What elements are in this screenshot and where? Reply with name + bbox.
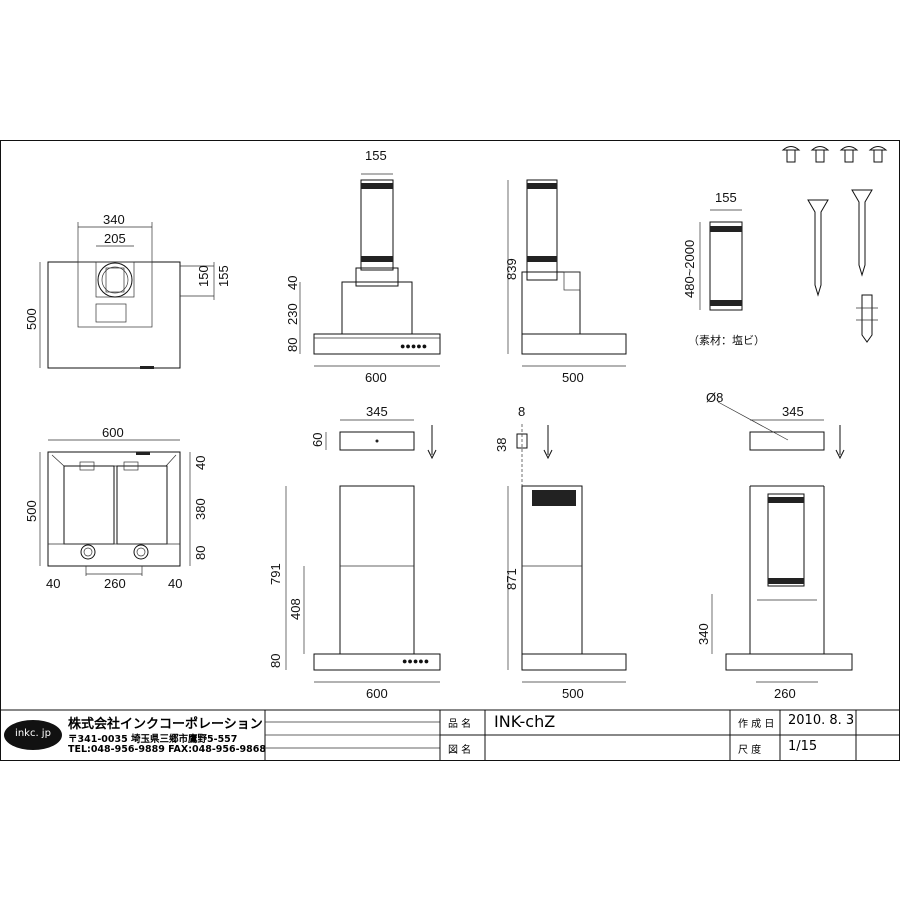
dim-40-right: 40 bbox=[168, 576, 182, 591]
wood-screw-icon bbox=[851, 189, 873, 277]
side-view: 839 500 bbox=[504, 179, 627, 385]
logo[interactable]: inkc. jp bbox=[15, 728, 51, 739]
dim-155b: 155 bbox=[715, 190, 737, 205]
front-view: ●●●●● 155 40 230 80 600 bbox=[285, 148, 441, 385]
duct-material: （素材：塩ビ） bbox=[688, 333, 765, 347]
dim-260b: 260 bbox=[774, 686, 796, 701]
dim-380: 380 bbox=[193, 498, 208, 520]
dim-408: 408 bbox=[288, 598, 303, 620]
dim-839: 839 bbox=[504, 258, 519, 280]
dim-230: 230 bbox=[285, 303, 300, 325]
company-phone: TEL:048-956-9889 FAX:048-956-9868 bbox=[68, 744, 266, 755]
anchor-icon bbox=[856, 294, 878, 343]
company-name: 株式会社インクコーポレーション bbox=[68, 717, 263, 732]
dim-80b: 80 bbox=[268, 654, 283, 668]
product-name: INK-chZ bbox=[494, 712, 556, 731]
dim-8: 8 bbox=[518, 404, 525, 419]
dim-60: 60 bbox=[310, 433, 325, 447]
label-product: 品 名 bbox=[448, 719, 472, 730]
front-long-view: 345 60 ●●●●● 791 408 80 600 bbox=[268, 404, 441, 701]
duct-view: 155 480~2000 （素材：塩ビ） bbox=[682, 190, 765, 347]
screw-icon bbox=[781, 146, 801, 163]
dim-40-left: 40 bbox=[46, 576, 60, 591]
svg-text:●●●●●: ●●●●● bbox=[402, 656, 429, 666]
date-value: 2010. 8. 3 bbox=[788, 713, 855, 728]
screw-icon bbox=[839, 146, 859, 163]
company-address: 〒341-0035 埼玉県三郷市鷹野5-557 bbox=[68, 734, 238, 745]
dim-205: 205 bbox=[104, 231, 126, 246]
dim-500d: 500 bbox=[562, 686, 584, 701]
dim-600a: 600 bbox=[102, 425, 124, 440]
dim-600b: 600 bbox=[365, 370, 387, 385]
scale-value: 1/15 bbox=[788, 739, 818, 754]
install-view: Ø8 345 340 260 bbox=[696, 390, 853, 701]
dim-345b: 345 bbox=[782, 404, 804, 419]
side-long-view: 8 38 871 500 bbox=[494, 404, 627, 701]
dim-dia8: Ø8 bbox=[706, 390, 723, 405]
dim-791: 791 bbox=[268, 563, 283, 585]
dim-260a: 260 bbox=[104, 576, 126, 591]
dim-80a: 80 bbox=[285, 338, 300, 352]
top-view: 340 205 150 155 500 bbox=[24, 212, 231, 369]
dim-500a: 500 bbox=[24, 308, 39, 330]
dim-155a: 155 bbox=[365, 148, 387, 163]
dim-345a: 345 bbox=[366, 404, 388, 419]
dim-871: 871 bbox=[504, 568, 519, 590]
wood-screw-icon bbox=[807, 199, 829, 297]
dim-340b: 340 bbox=[696, 623, 711, 645]
dim-155: 155 bbox=[216, 265, 231, 287]
title-block bbox=[0, 709, 900, 760]
dim-40-top: 40 bbox=[193, 456, 208, 470]
dim-600c: 600 bbox=[366, 686, 388, 701]
label-scale: 尺 度 bbox=[738, 745, 762, 756]
screw-icon bbox=[810, 146, 830, 163]
dim-500b: 500 bbox=[24, 500, 39, 522]
dim-500c: 500 bbox=[562, 370, 584, 385]
dim-340: 340 bbox=[103, 212, 125, 227]
screw-icon bbox=[868, 146, 888, 163]
dim-38: 38 bbox=[494, 438, 509, 452]
screws bbox=[781, 146, 888, 343]
label-drawing: 図 名 bbox=[448, 745, 472, 756]
label-date: 作 成 日 bbox=[738, 719, 775, 730]
filter-view: 600 500 40 380 80 40 260 40 bbox=[24, 425, 208, 591]
dim-150: 150 bbox=[196, 265, 211, 287]
dim-duct-range: 480~2000 bbox=[682, 240, 697, 298]
svg-text:●●●●●: ●●●●● bbox=[400, 341, 427, 351]
dim-40a: 40 bbox=[285, 276, 300, 290]
dim-80-left: 80 bbox=[193, 546, 208, 560]
